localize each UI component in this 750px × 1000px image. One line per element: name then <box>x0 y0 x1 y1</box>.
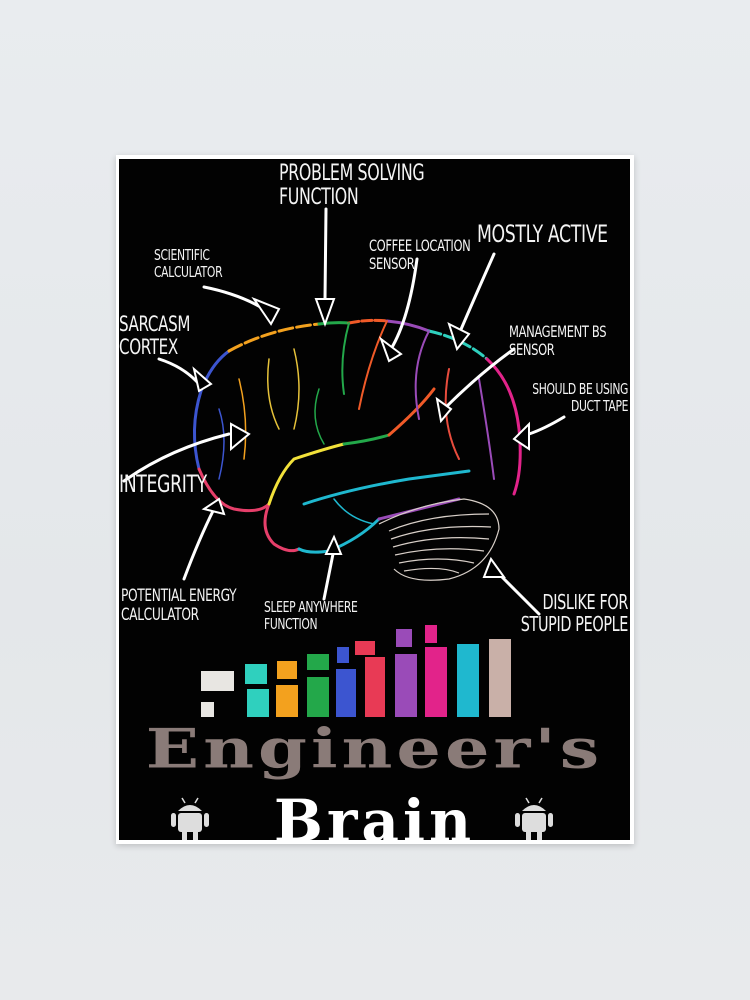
percentage-bar-chart <box>201 625 511 717</box>
label-duct-tape: SHOULD BE USING DUCT TAPE <box>532 380 628 415</box>
label-sarcasm-cortex: SARCASM CORTEX <box>119 312 190 360</box>
label-problem-solving: PROBLEM SOLVING FUNCTION <box>279 161 425 211</box>
title-brain: Brain <box>273 787 476 840</box>
label-sleep-anywhere: SLEEP ANYWHERE FUNCTION <box>264 598 358 633</box>
title-engineers: Engineer's <box>145 716 604 781</box>
android-robot-icon-right <box>515 797 553 840</box>
brain-illustration <box>122 207 566 717</box>
label-dislike-stupid-people: DISLIKE FOR STUPID PEOPLE <box>520 590 629 636</box>
poster-artwork: PROBLEM SOLVING FUNCTION SCIENTIFIC CALC… <box>119 159 630 840</box>
label-mostly-active: MOSTLY ACTIVE <box>477 220 608 248</box>
label-management-bs: MANAGEMENT BS SENSOR <box>509 322 607 359</box>
label-coffee-location: COFFEE LOCATION SENSOR <box>369 236 471 273</box>
poster-frame: PROBLEM SOLVING FUNCTION SCIENTIFIC CALC… <box>116 155 634 844</box>
label-scientific-calculator: SCIENTIFIC CALCULATOR <box>154 246 223 281</box>
label-integrity: INTEGRITY <box>119 470 207 498</box>
android-robot-icon-left <box>171 797 209 840</box>
label-potential-energy: POTENTIAL ENERGY CALCULATOR <box>121 586 237 625</box>
